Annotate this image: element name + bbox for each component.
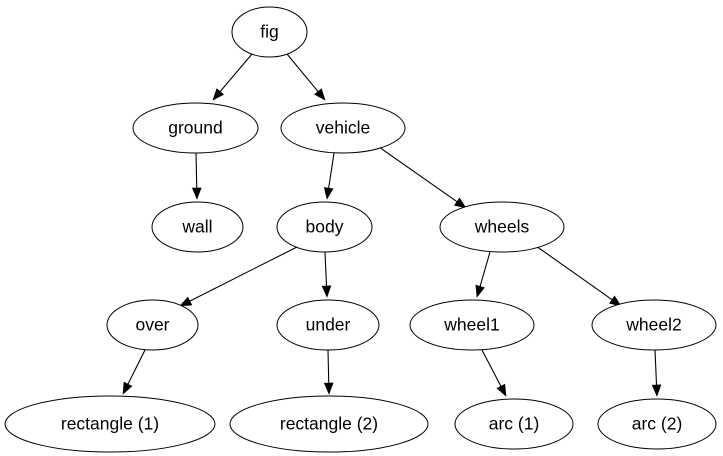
arrowhead-icon bbox=[321, 285, 332, 298]
edge-line bbox=[187, 246, 298, 303]
arrowhead-icon bbox=[651, 384, 662, 397]
node-label: wheel1 bbox=[443, 315, 499, 335]
edge-line bbox=[535, 245, 614, 302]
node-arc2[interactable]: arc (2) bbox=[597, 398, 717, 450]
node-rectangle2[interactable]: rectangle (2) bbox=[229, 395, 429, 453]
edge-fig-to-ground bbox=[212, 53, 253, 101]
edge-fig-to-vehicle bbox=[286, 53, 326, 101]
arrowhead-icon bbox=[323, 187, 334, 200]
node-label: over bbox=[135, 315, 169, 335]
arrowhead-icon bbox=[323, 382, 334, 395]
node-shape[interactable] bbox=[597, 398, 717, 450]
node-shape[interactable] bbox=[276, 201, 373, 253]
node-ground[interactable]: ground bbox=[132, 102, 259, 154]
edge-ground-to-wall bbox=[191, 152, 202, 200]
edge-line bbox=[126, 349, 146, 387]
node-label: wall bbox=[181, 217, 212, 237]
node-shape[interactable] bbox=[229, 395, 429, 453]
edge-line bbox=[327, 349, 330, 386]
edge-wheel2-to-arc2 bbox=[651, 349, 662, 397]
node-fig[interactable]: fig bbox=[231, 6, 308, 58]
node-shape[interactable] bbox=[151, 201, 244, 253]
node-wheels[interactable]: wheels bbox=[439, 201, 565, 253]
edge-body-to-under bbox=[321, 251, 332, 298]
edge-line bbox=[324, 251, 328, 289]
node-label: rectangle (2) bbox=[280, 414, 378, 434]
node-wheel1[interactable]: wheel1 bbox=[409, 299, 535, 351]
edge-line bbox=[654, 349, 658, 388]
node-shape[interactable] bbox=[280, 102, 406, 154]
node-label: rectangle (1) bbox=[61, 414, 159, 434]
edge-line bbox=[286, 53, 320, 94]
node-wheel2[interactable]: wheel2 bbox=[591, 299, 717, 351]
edge-line bbox=[195, 152, 198, 191]
node-label: under bbox=[306, 315, 351, 335]
edge-wheels-to-wheel2 bbox=[535, 245, 622, 307]
node-label: arc (2) bbox=[632, 414, 683, 434]
node-shape[interactable] bbox=[132, 102, 259, 154]
nodes-layer: fig ground vehicle wall body wheels over under w… bbox=[4, 6, 717, 453]
edge-line bbox=[378, 146, 459, 204]
node-arc1[interactable]: arc (1) bbox=[454, 398, 574, 450]
arrowhead-icon bbox=[608, 295, 622, 307]
node-shape[interactable] bbox=[591, 299, 717, 351]
node-shape[interactable] bbox=[439, 201, 565, 253]
arrowhead-icon bbox=[496, 383, 507, 397]
edge-over-to-rectangle1 bbox=[122, 349, 146, 395]
edge-line bbox=[327, 152, 335, 191]
node-shape[interactable] bbox=[4, 395, 216, 453]
node-wall[interactable]: wall bbox=[151, 201, 244, 253]
node-label: fig bbox=[260, 22, 278, 42]
edge-under-to-rectangle2 bbox=[323, 349, 334, 395]
edge-line bbox=[478, 251, 491, 289]
edge-wheels-to-wheel1 bbox=[475, 251, 491, 298]
node-under[interactable]: under bbox=[276, 299, 380, 351]
node-label: vehicle bbox=[316, 118, 370, 138]
arrowhead-icon bbox=[453, 197, 467, 209]
edge-vehicle-to-wheels bbox=[378, 146, 467, 209]
node-body[interactable]: body bbox=[276, 201, 373, 253]
arrowhead-icon bbox=[475, 284, 485, 298]
arrowhead-icon bbox=[191, 187, 202, 200]
edge-line bbox=[481, 349, 503, 389]
node-shape[interactable] bbox=[231, 6, 308, 58]
edge-vehicle-to-body bbox=[323, 152, 335, 200]
node-label: ground bbox=[168, 118, 223, 138]
arrowhead-icon bbox=[212, 88, 225, 101]
node-label: wheels bbox=[474, 217, 530, 237]
node-label: arc (1) bbox=[489, 414, 540, 434]
node-label: body bbox=[306, 217, 344, 237]
arrowhead-icon bbox=[122, 381, 133, 395]
node-shape[interactable] bbox=[106, 299, 199, 351]
node-shape[interactable] bbox=[409, 299, 535, 351]
node-rectangle1[interactable]: rectangle (1) bbox=[4, 395, 216, 453]
edge-wheel1-to-arc1 bbox=[481, 349, 507, 397]
node-label: wheel2 bbox=[625, 315, 681, 335]
node-over[interactable]: over bbox=[106, 299, 199, 351]
node-shape[interactable] bbox=[454, 398, 574, 450]
arrowhead-icon bbox=[314, 88, 326, 101]
edge-line bbox=[218, 53, 253, 94]
arrowhead-icon bbox=[179, 296, 193, 307]
node-shape[interactable] bbox=[276, 299, 380, 351]
edges-layer bbox=[122, 53, 662, 397]
edge-body-to-over bbox=[179, 246, 298, 307]
node-vehicle[interactable]: vehicle bbox=[280, 102, 406, 154]
